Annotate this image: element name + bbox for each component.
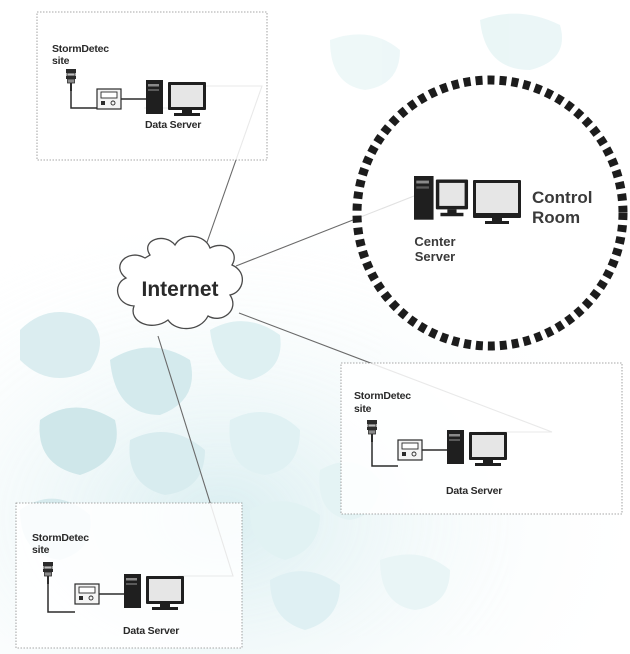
cloud-shape	[116, 235, 243, 330]
control-room-title-line1: Control	[532, 188, 592, 207]
center-server-icon	[414, 176, 469, 220]
site-top-left: StormDetec site Data Server	[36, 11, 268, 161]
site-bottom-left: StormDetec site Data Server	[15, 502, 243, 649]
control-monitor-icon	[473, 180, 521, 224]
control-room-title-line2: Room	[532, 208, 580, 227]
internet-cloud: Internet	[116, 235, 243, 330]
site-name-label: StormDetec	[32, 532, 89, 544]
site-type-label: site	[354, 403, 372, 415]
site-type-label: site	[52, 55, 70, 67]
center-server-label-line1: Center	[414, 234, 455, 249]
data-server-label: Data Server	[123, 625, 179, 637]
control-room: Center Server Control Room	[352, 75, 628, 351]
center-server-label-line2: Server	[415, 249, 455, 264]
data-logger-icon	[96, 88, 122, 110]
data-logger-icon	[397, 439, 423, 461]
data-logger-icon	[74, 583, 100, 605]
site-name-label: StormDetec	[52, 43, 109, 55]
site-right: StormDetec site Data Server	[340, 362, 623, 515]
data-server-label: Data Server	[145, 119, 201, 131]
internet-label: Internet	[141, 278, 218, 301]
site-type-label: site	[32, 544, 50, 556]
data-server-label: Data Server	[446, 485, 502, 497]
site-name-label: StormDetec	[354, 390, 411, 402]
